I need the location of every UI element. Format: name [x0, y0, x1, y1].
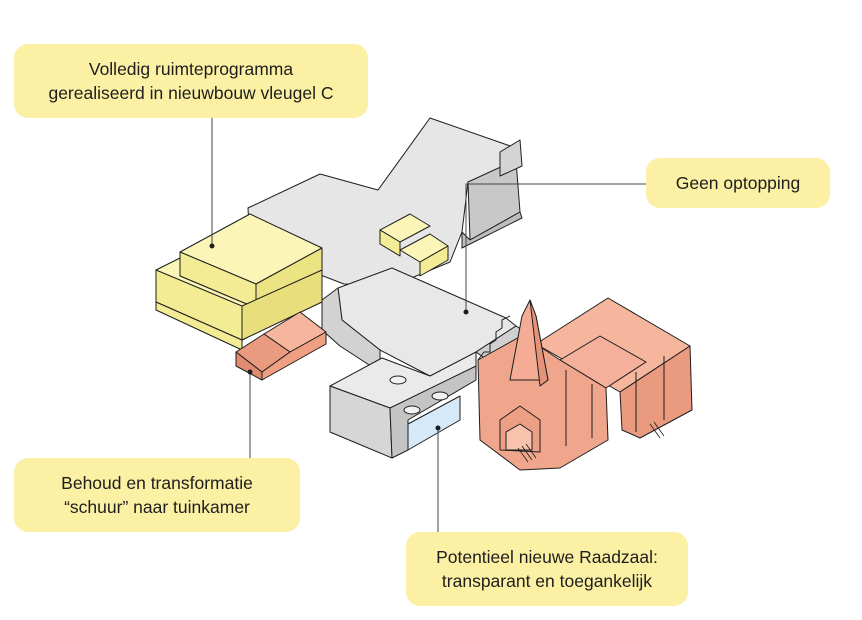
callout-council-hall-line2: transparant en toegankelijk [441, 571, 653, 591]
leader-no-extension [465, 183, 646, 312]
leader-dot-barn [247, 369, 253, 375]
leader-lines [211, 118, 646, 532]
callout-no-extension-line1: Geen optopping [675, 173, 801, 193]
skylight-3 [431, 391, 449, 401]
courtyard-steps-yellow [379, 213, 449, 277]
skylight-2 [403, 405, 421, 415]
new-wing-c-yellow [155, 213, 323, 351]
callout-barn-line2: “schuur” naar tuinkamer [64, 497, 250, 517]
callout-council-hall: Potentieel nieuwe Raadzaal: transparant … [406, 532, 688, 606]
skylight-1 [389, 375, 407, 385]
barn-tuinkamer [235, 311, 327, 381]
callout-no-extension: Geen optopping [646, 158, 830, 208]
monument-church [477, 297, 693, 471]
callout-new-wing-line2: gerealiseerd in nieuwbouw vleugel C [48, 83, 334, 103]
glass-council-hall [407, 395, 461, 451]
callout-new-wing: Volledig ruimteprogramma gerealiseerd in… [14, 44, 368, 118]
callout-new-wing-line1: Volledig ruimteprogramma [88, 59, 294, 79]
leader-dot-new-wing [209, 243, 215, 249]
callout-council-hall-line1: Potentieel nieuwe Raadzaal: [436, 547, 658, 567]
callout-barn-line1: Behoud en transformatie [61, 473, 253, 493]
leader-dot-no-extension [463, 309, 469, 315]
leader-dot-council-hall [435, 425, 441, 431]
callout-barn: Behoud en transformatie “schuur” naar tu… [14, 458, 300, 532]
